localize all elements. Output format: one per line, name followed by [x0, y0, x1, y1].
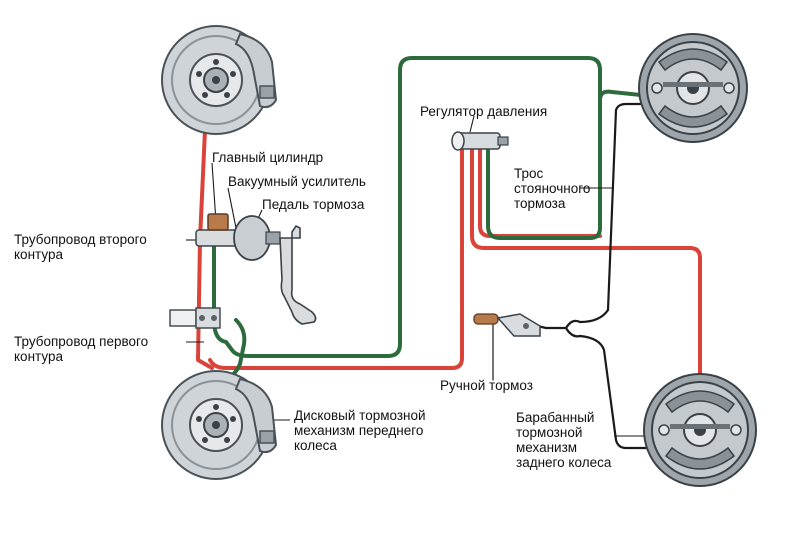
label-front-disc-line1: Дисковый тормозной	[294, 408, 426, 423]
label-second-circuit-pipe: Трубопровод второго контура	[14, 232, 147, 262]
vacuum-booster-body	[233, 215, 271, 261]
rear-drum-brake-top	[638, 33, 748, 143]
cable-splitter	[544, 319, 582, 338]
label-parking-cable: Трос стояночного тормоза	[514, 166, 590, 211]
front-disc-brake-bottom	[161, 370, 278, 480]
label-front-disc-line2: механизм переднего	[294, 423, 424, 438]
label-front-disc-line3: колеса	[294, 438, 337, 453]
rear-drum-brake-bottom	[643, 373, 757, 487]
label-rear-drum-mechanism: Барабанный тормозной механизм заднего ко…	[516, 410, 611, 470]
hand-brake-lever	[473, 313, 541, 337]
leader-pressure-regulator	[469, 115, 475, 133]
label-rear-drum-line4: заднего колеса	[516, 455, 612, 470]
distribution-block	[169, 307, 221, 329]
cable-to-rear-bottom	[578, 334, 662, 450]
parking-cables	[492, 102, 662, 450]
label-first-circuit-line1: Трубопровод первого	[14, 334, 149, 349]
green-pipe-rear-top	[598, 89, 652, 102]
label-second-circuit-line2: контура	[14, 247, 63, 262]
leader-vacuum-booster	[227, 187, 237, 229]
cable-to-rear-top	[578, 102, 662, 324]
front-disc-brake-top	[161, 25, 278, 135]
label-rear-drum-line3: механизм	[516, 440, 578, 455]
pressure-regulator-body	[451, 131, 509, 151]
label-front-disc-mechanism: Дисковый тормозной механизм переднего ко…	[294, 408, 426, 453]
label-rear-drum-line1: Барабанный	[516, 410, 595, 425]
label-first-circuit-line2: контура	[14, 349, 63, 364]
brake-pedal-shape	[279, 224, 317, 325]
label-parking-cable-line2: стояночного	[514, 181, 591, 196]
label-master-cylinder: Главный цилиндр	[212, 150, 324, 165]
label-first-circuit-pipe: Трубопровод первого контура	[14, 334, 148, 364]
leader-master-cylinder	[211, 162, 217, 223]
label-parking-cable-line1: Трос	[514, 166, 544, 181]
master-cylinder-assembly	[195, 213, 317, 325]
green-pipe-first-circuit	[212, 56, 602, 358]
red-pipe-front-bottom	[196, 238, 214, 370]
label-brake-pedal: Педаль тормоза	[262, 197, 365, 212]
master-cylinder-reservoir	[207, 213, 229, 231]
label-rear-drum-line2: тормозной	[516, 425, 583, 440]
label-hand-brake: Ручной тормоз	[440, 378, 533, 393]
label-second-circuit-line1: Трубопровод второго	[14, 232, 147, 247]
green-pipe-front-bottom	[224, 318, 247, 382]
label-pressure-regulator: Регулятор давления	[420, 104, 548, 119]
label-vacuum-booster: Вакуумный усилитель	[228, 174, 366, 189]
label-parking-cable-line3: тормоза	[514, 196, 566, 211]
